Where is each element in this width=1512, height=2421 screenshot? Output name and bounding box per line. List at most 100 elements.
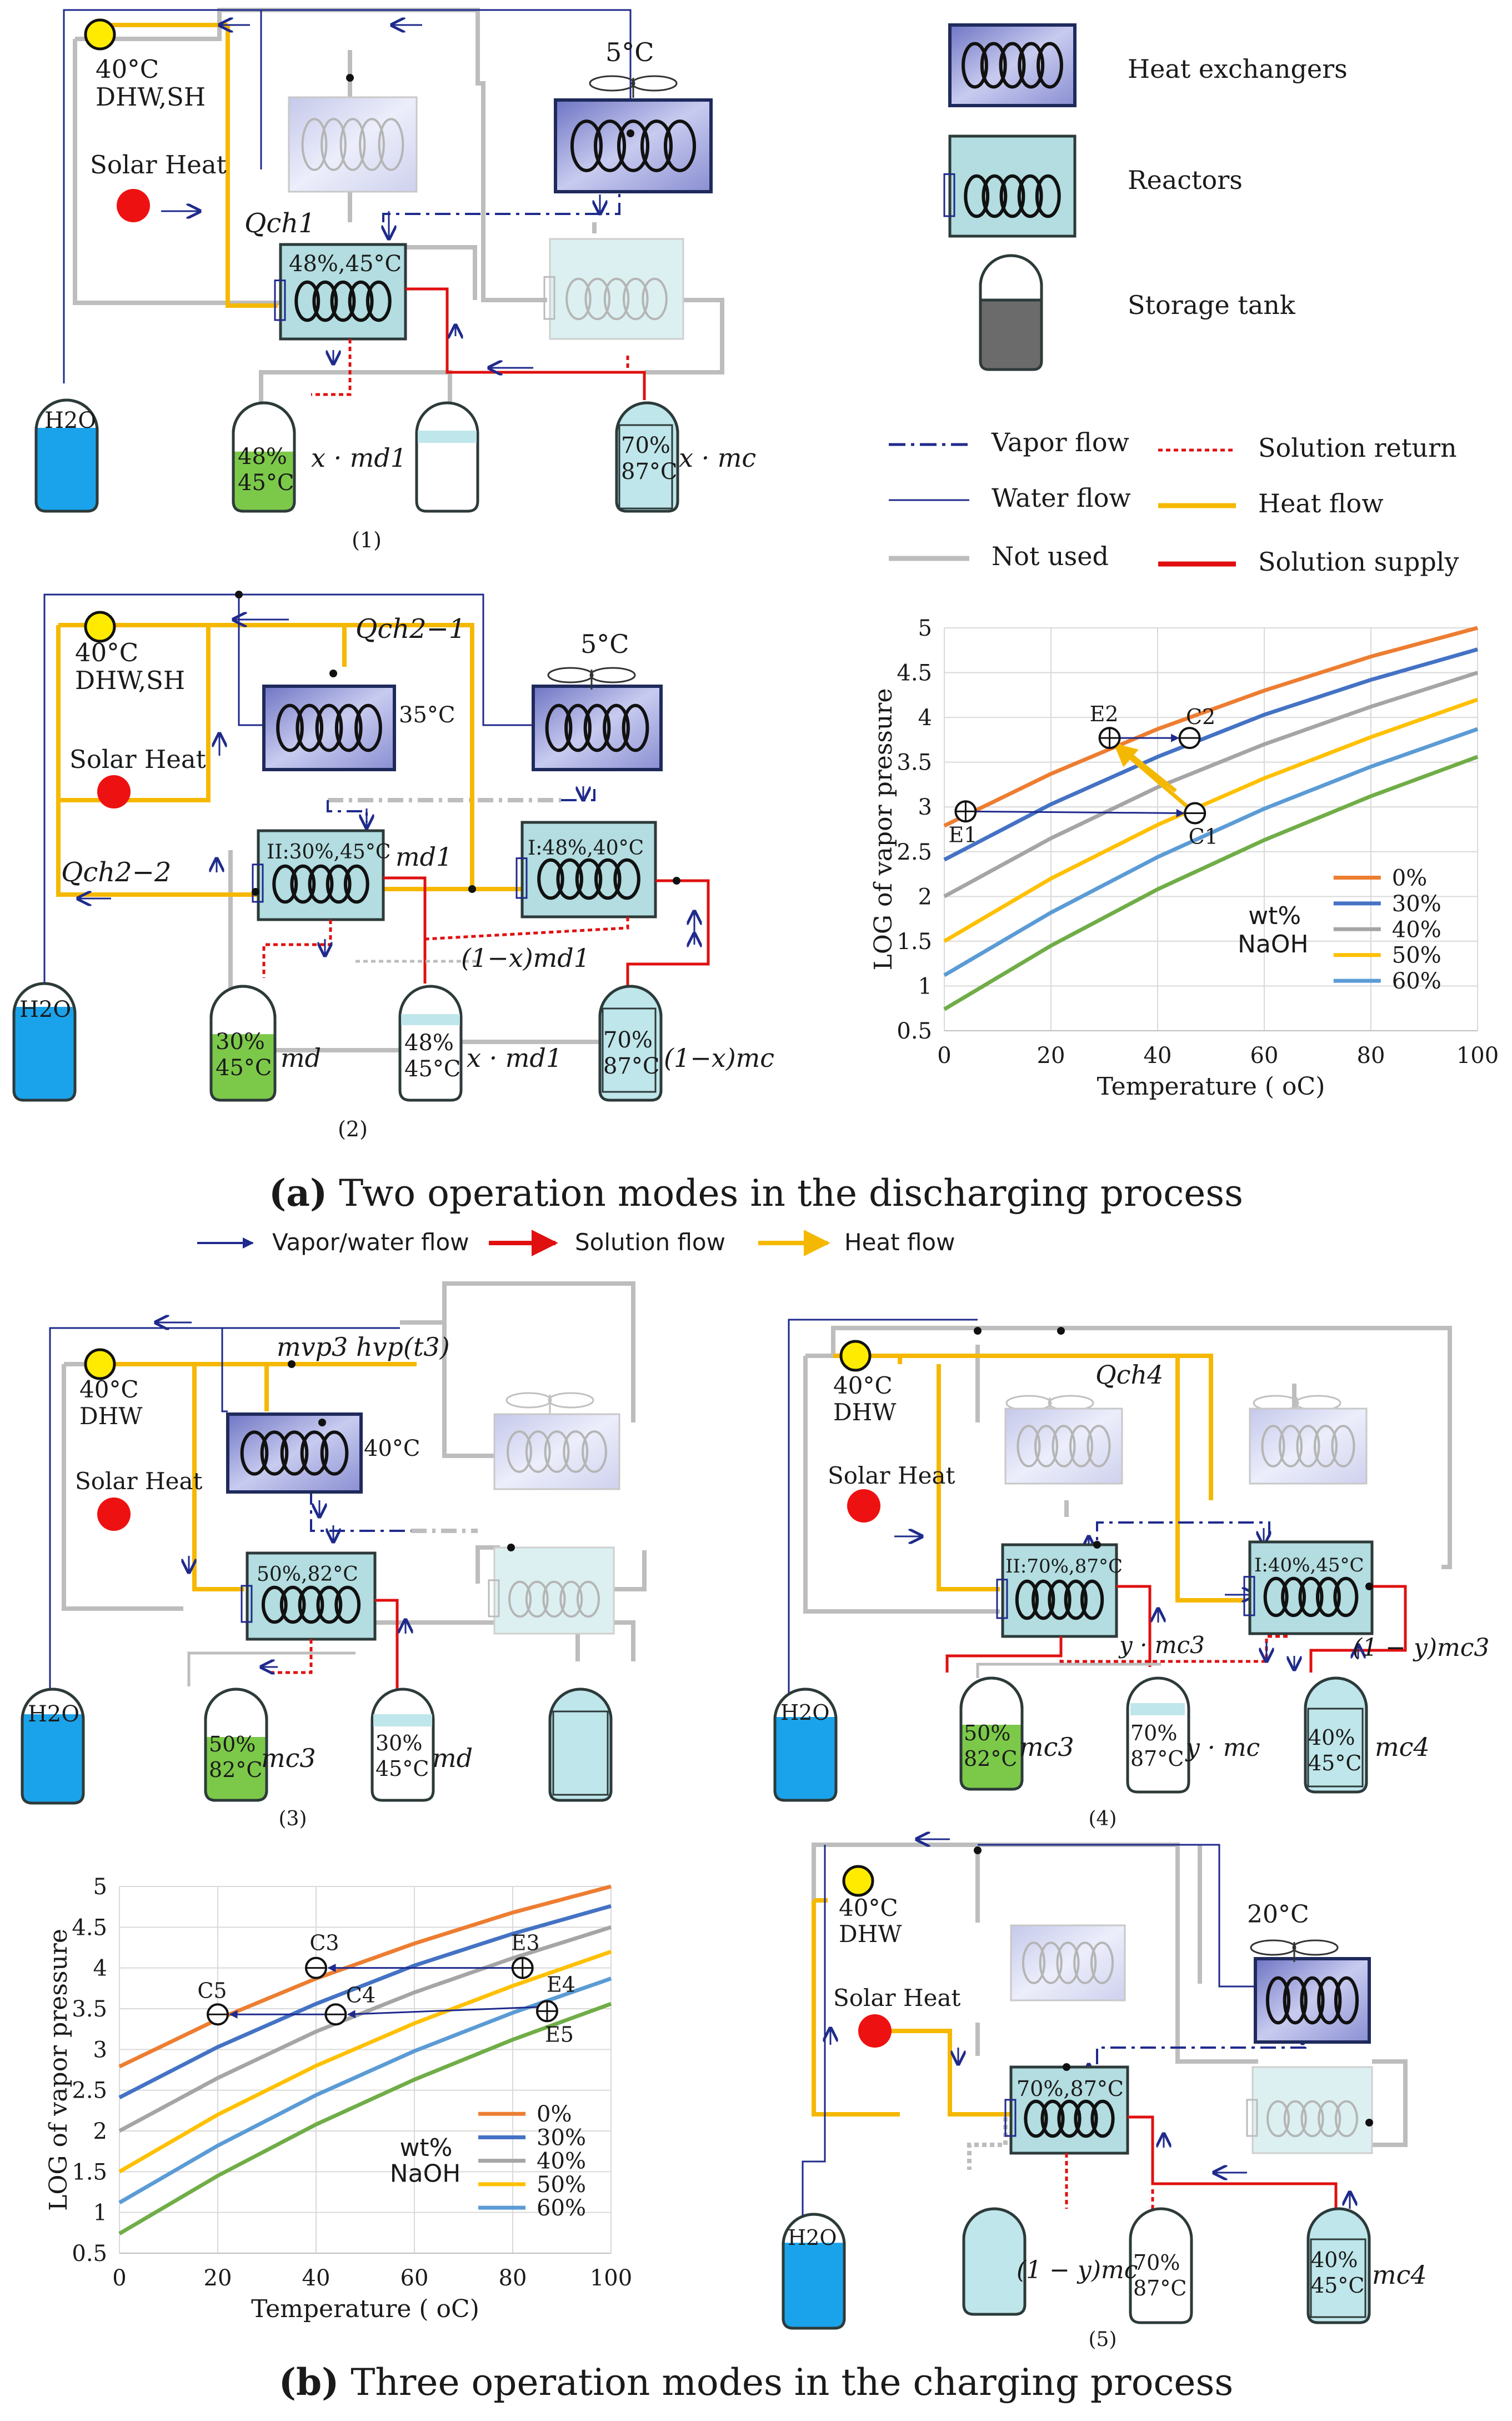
panel3-dhw-label: DHW [79,1402,143,1430]
panel4-tank-3-2: 45°C [1308,1751,1361,1775]
panel5-fan-blade-l [1250,1939,1296,1956]
y-tick-label: 3 [93,2037,107,2063]
panel1-q-label: Qch1 [244,208,316,239]
panel1-node-b [627,129,634,137]
legend-label-4: 50% [537,2172,586,2198]
panel2-reactor-I [515,821,657,919]
tank-outline [1304,1676,1368,1794]
y-tick-label: 4 [93,1956,107,1981]
panel5-dhw-sun [842,1865,874,1897]
panel1-return [311,339,352,396]
panel1-flow-left: x · md1 [311,443,407,473]
legend-reactor-label: Reactors [1128,165,1243,195]
panel3-tank-2-1: 30% [376,1731,422,1755]
series-line-1 [943,626,1478,828]
hx-body [554,98,713,193]
panel5-unused-f [967,2117,1008,2170]
coil-loop [1261,1425,1285,1467]
panel4-tank-2-top [1130,1703,1185,1715]
legend-tank [979,254,1043,371]
panel4-dhw-label: DHW [833,1399,897,1426]
panel1-fan-blade-l [589,75,635,92]
panel5-supply [1128,2115,1338,2223]
panel3-heat-b [192,1364,244,1591]
coil-loop [980,42,1007,89]
panel1-dhw-temp: 40°C [96,54,159,84]
panel1-tank-left-2: 45°C [238,470,294,496]
hx-coil [1022,1941,1114,1984]
series-line-3 [943,671,1479,898]
panel1-supply [405,287,646,400]
coil-loop [260,1430,289,1476]
panel1-vapor [382,192,620,222]
panel4-supply-b [1309,1585,1407,1673]
panel3-water-a [49,1327,228,1692]
panel2-condenser-temp: 5°C [580,629,629,659]
panel3-vapor [310,1489,411,1532]
coil-loop [582,1430,607,1473]
panel4-hx-faded-a [1004,1407,1123,1485]
x-axis-title: Temperature ( oC) [1097,1072,1325,1101]
panel2-md1: md1 [395,842,452,872]
series-line-4 [118,1950,612,2174]
x-tick-label: 20 [1037,1043,1065,1069]
coil-loop [1281,1576,1306,1618]
coil-loop [1090,2099,1115,2138]
panel1-condenser-temp: 5°C [605,37,654,67]
x-tick-label: 80 [1357,1043,1385,1069]
panel2-flow-mid: (1−x)md1 [461,943,590,973]
panel5-node-c [1365,2119,1373,2127]
panel1-node-a [346,74,354,82]
x-axis-title: Temperature ( oC) [251,2295,479,2323]
hx-body [262,685,396,771]
panel3-unused-f [475,1545,500,1584]
panel3-hx-faded [493,1413,620,1490]
reactor-coil [1015,1579,1104,1620]
panel2-dhw-temp: 40°C [75,638,138,667]
panel2-tank-3-label: (1−x)mc [664,1043,774,1073]
panel2-fan-blade-r [589,667,636,683]
tank-fill [961,1725,1022,1789]
tank-outline [21,1688,85,1805]
panel2-reactor-I-label: I:48%,40°C [528,837,644,860]
panel3-node-b [318,1419,326,1426]
reactor-body [1251,2066,1373,2154]
coil-loop [1300,2100,1324,2138]
tank-fill [233,451,294,511]
tank-fill [600,986,661,1100]
coil-loop [1039,1941,1063,1984]
reactor-port [943,173,955,217]
legend-label-1: 0% [1392,866,1427,891]
tank-outline [959,1676,1024,1791]
reactor-body [948,134,1077,238]
panel1-solar-label: Solar Heat [90,150,227,179]
legend-supply-label: Solution supply [1258,547,1459,577]
panel3-fan-faded-blade-r [548,1392,594,1409]
coil-loop [366,280,392,322]
panel4-solar-label: Solar Heat [828,1462,955,1489]
coil-loop [564,703,592,752]
x-tick-label: 0 [937,1043,951,1069]
panel2-node-e [252,888,259,896]
panel3-tank-3-inner [552,1710,609,1796]
panel2-tank-2-label: x · md1 [467,1043,562,1073]
tank-fill [617,403,678,511]
coil-loop [507,1430,532,1473]
panel4-tank-1-2: 82°C [964,1746,1017,1771]
coil-loop [603,703,630,752]
reactor-port [1004,2099,1017,2137]
panel3-unused-c [400,1320,494,1458]
legend-hx [948,23,1077,107]
coil-loop [537,858,564,900]
reactor-coil [294,280,392,322]
coil-loop [1069,1425,1094,1467]
coil-loop [378,118,404,171]
coil-loop [1073,1941,1097,1984]
panel3-supply [375,1599,399,1692]
panel3-unused-a [62,1364,183,1611]
coil-loop [565,277,592,321]
reactor-body [279,243,407,341]
panel5-tank-3-1: 40% [1311,2248,1358,2272]
tank-outline [548,1688,613,1802]
reactor-body [549,238,684,340]
